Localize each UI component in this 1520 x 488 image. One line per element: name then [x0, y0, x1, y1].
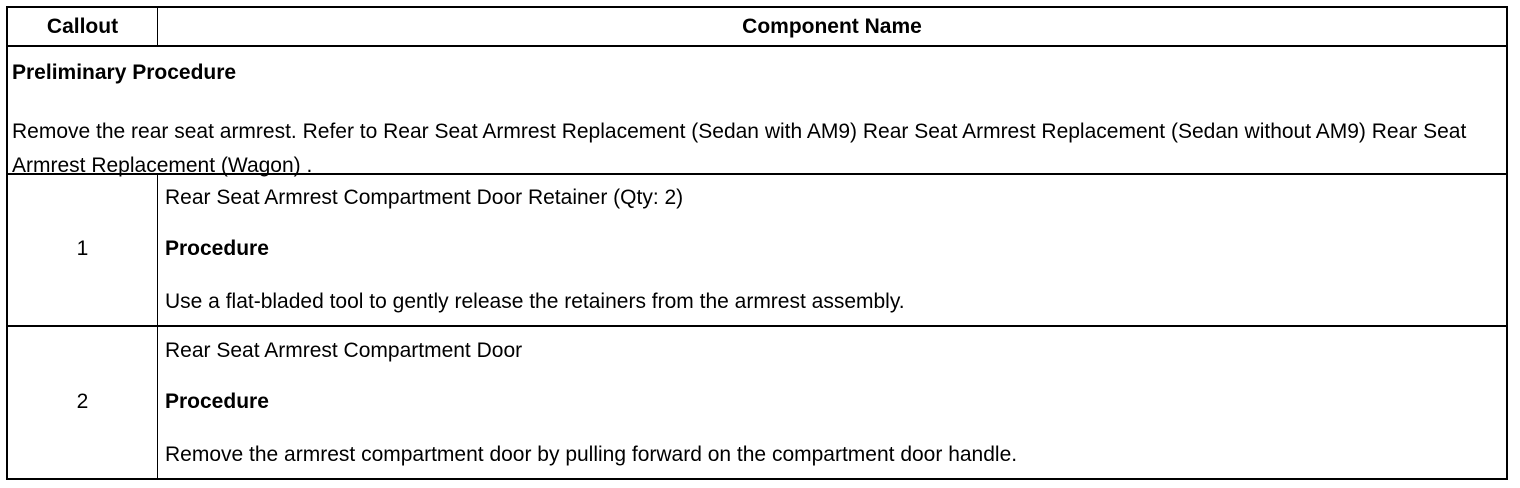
table-header-row: Callout Component Name: [8, 8, 1506, 47]
procedure-text: Remove the armrest compartment door by p…: [165, 443, 1018, 466]
component-cell: Rear Seat Armrest Compartment Door Proce…: [158, 327, 1506, 480]
preliminary-procedure-title: Preliminary Procedure: [12, 61, 237, 84]
callout-number: 2: [76, 390, 89, 413]
callout-number: 1: [76, 237, 89, 260]
procedure-text: Use a flat-bladed tool to gently release…: [165, 290, 905, 313]
callout-column-header: Callout: [46, 15, 119, 38]
table-row: 1 Rear Seat Armrest Compartment Door Ret…: [8, 175, 1506, 327]
table-row: 2 Rear Seat Armrest Compartment Door Pro…: [8, 327, 1506, 480]
component-name-column-header: Component Name: [742, 15, 922, 38]
component-name: Rear Seat Armrest Compartment Door Retai…: [165, 186, 684, 209]
callout-column-header-cell: Callout: [8, 8, 158, 45]
procedure-label: Procedure: [165, 237, 269, 260]
component-name: Rear Seat Armrest Compartment Door: [165, 339, 523, 362]
callout-cell: 2: [8, 327, 158, 480]
component-name-column-header-cell: Component Name: [158, 8, 1506, 45]
procedure-label: Procedure: [165, 390, 269, 413]
preliminary-procedure-text: Remove the rear seat armrest. Refer to R…: [12, 120, 1467, 177]
component-table: Callout Component Name Preliminary Proce…: [6, 6, 1508, 480]
component-cell: Rear Seat Armrest Compartment Door Retai…: [158, 175, 1506, 325]
preliminary-procedure-row: Preliminary Procedure Remove the rear se…: [8, 47, 1506, 177]
callout-cell: 1: [8, 175, 158, 325]
